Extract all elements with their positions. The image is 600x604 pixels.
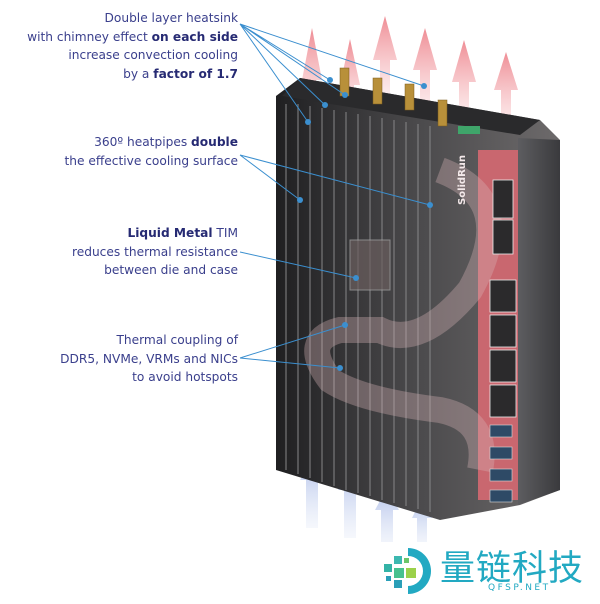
logo-icon: [384, 548, 431, 594]
logo-text-cn: 量链科技: [440, 549, 585, 589]
device-body: SolidRun: [276, 67, 560, 520]
hot-air-arrows: [302, 16, 518, 130]
leader-lines: [239, 23, 431, 369]
callout-thermal-coupling: Thermal coupling of DDR5, NVMe, VRMs and…: [60, 333, 238, 384]
watermark-logo: 量链科技 QFSP.NET: [378, 542, 600, 600]
logo-text-en: QFSP.NET: [488, 583, 551, 593]
callout-liquid-metal-tim: Liquid Metal TIM reduces thermal resista…: [71, 226, 238, 277]
brand-label: SolidRun: [457, 155, 468, 205]
callout-heatsink: Double layer heatsink with chimney effec…: [27, 11, 238, 81]
callout-heatpipes: 360º heatpipes double the effective cool…: [64, 135, 238, 168]
